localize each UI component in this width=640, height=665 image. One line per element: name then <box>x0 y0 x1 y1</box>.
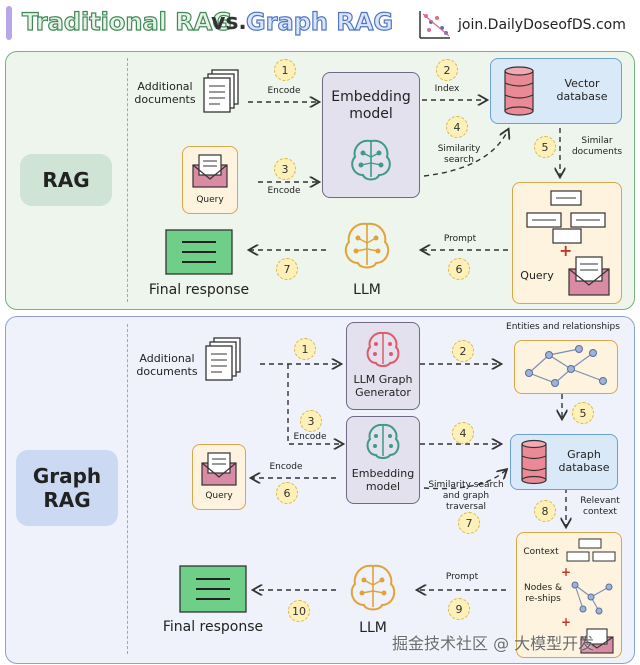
graph-prompt-label: Prompt <box>445 572 479 582</box>
graph-step-9: 9 <box>448 598 470 620</box>
watermark: 掘金技术社区 @ 大模型开发 <box>392 634 595 653</box>
plus-icon: + <box>559 241 573 260</box>
rag-step-4: 4 <box>446 116 468 138</box>
graph-step-6: 6 <box>276 482 298 504</box>
rag-final-response-label: Final response <box>148 282 250 298</box>
rag-encode-label-2: Encode <box>267 186 301 196</box>
graph-embedding-model-label: Embedding model <box>351 467 415 493</box>
mail-query-icon <box>192 154 228 188</box>
graph-step-5: 5 <box>572 402 594 424</box>
llm-brain-icon <box>350 564 396 611</box>
brand-logo-icon <box>419 11 450 39</box>
documents-icon <box>203 69 239 113</box>
context-label: Context <box>523 547 559 557</box>
plus-icon: + <box>561 615 572 629</box>
rag-llm-label: LLM <box>353 282 381 298</box>
mail-query-icon <box>580 628 614 654</box>
mail-query-icon <box>201 452 237 486</box>
rag-step-7: 7 <box>276 258 298 280</box>
rag-divider <box>127 58 128 302</box>
knowledge-graph-icon <box>525 345 607 387</box>
context-docs-icon <box>566 538 616 562</box>
brand-url: join.DailyDoseofDS.com <box>458 17 626 33</box>
graph-final-response-label: Final response <box>162 619 264 635</box>
rag-encode-label-1: Encode <box>267 86 301 96</box>
graph-step-4: 4 <box>452 422 474 444</box>
brain-circuit-icon <box>366 423 400 459</box>
graph-embedding-model-box: Embedding model <box>346 416 420 504</box>
vector-database-box: Vector database <box>490 58 622 124</box>
rag-step-6: 6 <box>448 258 470 280</box>
graph-step-7: 7 <box>458 512 480 534</box>
rag-step-2: 2 <box>436 59 458 81</box>
mail-query-icon <box>568 256 610 296</box>
rag-query-box: Query <box>182 146 238 214</box>
entities-relationships-label: Entities and relationships <box>506 322 620 332</box>
rag-step-1: 1 <box>274 59 296 81</box>
database-icon <box>521 439 547 485</box>
llm-graph-generator-box: LLM Graph Generator <box>346 322 420 410</box>
brain-circuit-icon <box>351 139 391 181</box>
title-traditional-rag: Traditional RAG <box>21 7 232 36</box>
graph-rag-divider <box>127 324 128 654</box>
database-icon <box>504 66 534 116</box>
nodes-relationships-label: Nodes & re-ships <box>523 583 563 604</box>
rag-step-3: 3 <box>274 158 296 180</box>
rag-prompt-label: Prompt <box>443 234 477 244</box>
graph-step-1: 1 <box>294 338 316 360</box>
rag-step-5: 5 <box>534 136 556 158</box>
rag-context-box: + Query <box>512 182 622 304</box>
context-docs-icon <box>526 190 606 244</box>
final-response-icon <box>179 565 247 613</box>
llm-graph-generator-label: LLM Graph Generator <box>353 373 413 399</box>
title-accent-bar <box>6 6 12 40</box>
rag-embedding-model-box: Embedding model <box>322 72 420 198</box>
knowledge-graph-icon <box>571 581 613 615</box>
graph-step-2: 2 <box>452 340 474 362</box>
graph-additional-documents-label: Additional documents <box>136 352 198 378</box>
documents-icon <box>205 337 241 381</box>
final-response-icon <box>165 229 233 275</box>
rag-embedding-model-label: Embedding model <box>331 89 411 122</box>
rag-similarity-search-label: Similarity search <box>437 144 481 165</box>
graph-rag-section-label: Graph RAG <box>16 450 118 526</box>
graph-database-label: Graph database <box>558 448 610 474</box>
plus-icon: + <box>561 565 572 579</box>
graph-query-box: Query <box>192 444 246 510</box>
graph-sim-search-label: Similarity search and graph traversal <box>428 480 504 512</box>
llm-brain-icon <box>344 222 390 269</box>
title-vs: vs. <box>211 10 247 35</box>
vector-database-label: Vector database <box>556 77 608 103</box>
rag-additional-documents-label: Additional documents <box>134 80 196 106</box>
graph-step-3: 3 <box>300 410 322 432</box>
relevant-context-label: Relevant context <box>580 496 620 517</box>
graph-step-10: 10 <box>288 600 310 622</box>
graph-encode-label-a: Encode <box>293 432 327 442</box>
brain-circuit-icon <box>366 331 400 367</box>
rag-context-query-label: Query <box>520 269 554 282</box>
graph-query-label: Query <box>205 491 233 501</box>
rag-similar-documents-label: Similar documents <box>571 136 623 157</box>
title-graph-rag: Graph RAG <box>245 7 394 36</box>
rag-query-label: Query <box>196 195 224 205</box>
graph-context-box: Context + Nodes & re-ships + <box>516 532 622 658</box>
entities-graph-box <box>514 340 618 394</box>
rag-index-label: Index <box>434 84 460 94</box>
rag-section-label: RAG <box>20 154 112 206</box>
graph-llm-label: LLM <box>359 620 387 636</box>
graph-step-8: 8 <box>534 500 556 522</box>
graph-database-box: Graph database <box>510 434 618 490</box>
graph-encode-label-b: Encode <box>269 462 303 472</box>
